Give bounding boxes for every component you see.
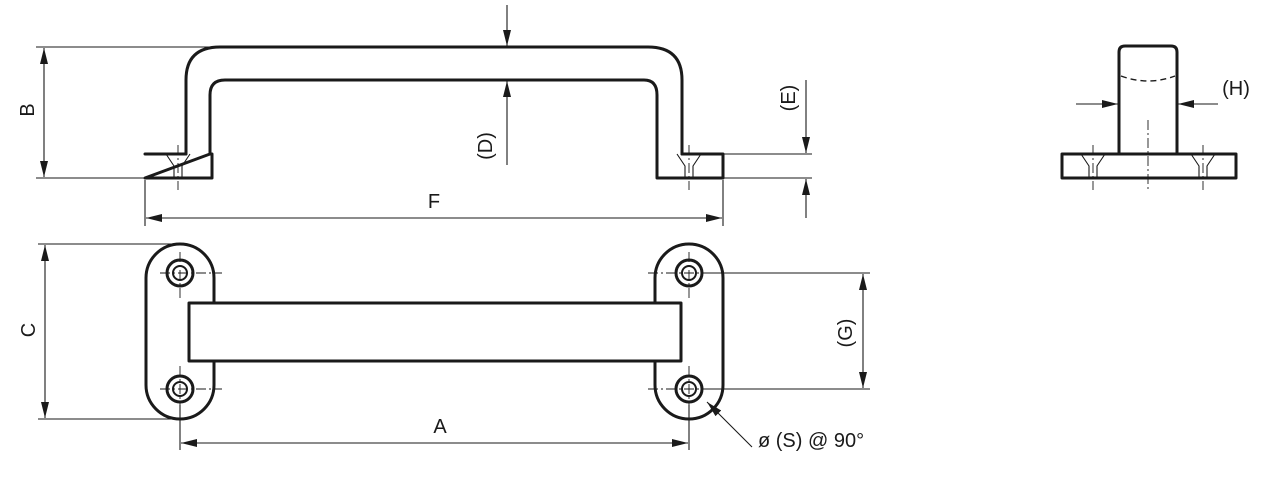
end-view: (H) — [1060, 44, 1250, 190]
end-base — [1060, 152, 1238, 180]
dim-h-label: (H) — [1222, 78, 1250, 100]
dim-a-label: A — [433, 416, 447, 438]
dim-g-label: (G) — [835, 319, 857, 348]
dim-e-label: (E) — [778, 85, 800, 112]
dim-s-label: ø (S) @ 90° — [758, 430, 864, 452]
dim-b-label: B — [17, 103, 39, 116]
end-countersink-left — [1080, 153, 1106, 178]
dim-c-label: C — [18, 323, 40, 337]
handle-inner — [208, 78, 659, 156]
top-view: C A (G) ø (S) @ 90° — [18, 242, 870, 452]
grip-bar — [187, 301, 683, 363]
side-view: B (D) (E) F — [17, 5, 812, 226]
handle-outer — [184, 45, 684, 156]
left-countersink — [165, 153, 191, 178]
dim-f-label: F — [428, 191, 440, 213]
end-countersink-right — [1190, 153, 1216, 178]
right-foot — [655, 152, 725, 180]
dim-s-leader — [706, 401, 753, 448]
dim-d-label: (D) — [475, 132, 497, 160]
end-hidden-curve — [1120, 75, 1176, 82]
right-countersink — [676, 153, 702, 178]
end-post — [1117, 44, 1179, 156]
left-foot — [143, 152, 214, 180]
